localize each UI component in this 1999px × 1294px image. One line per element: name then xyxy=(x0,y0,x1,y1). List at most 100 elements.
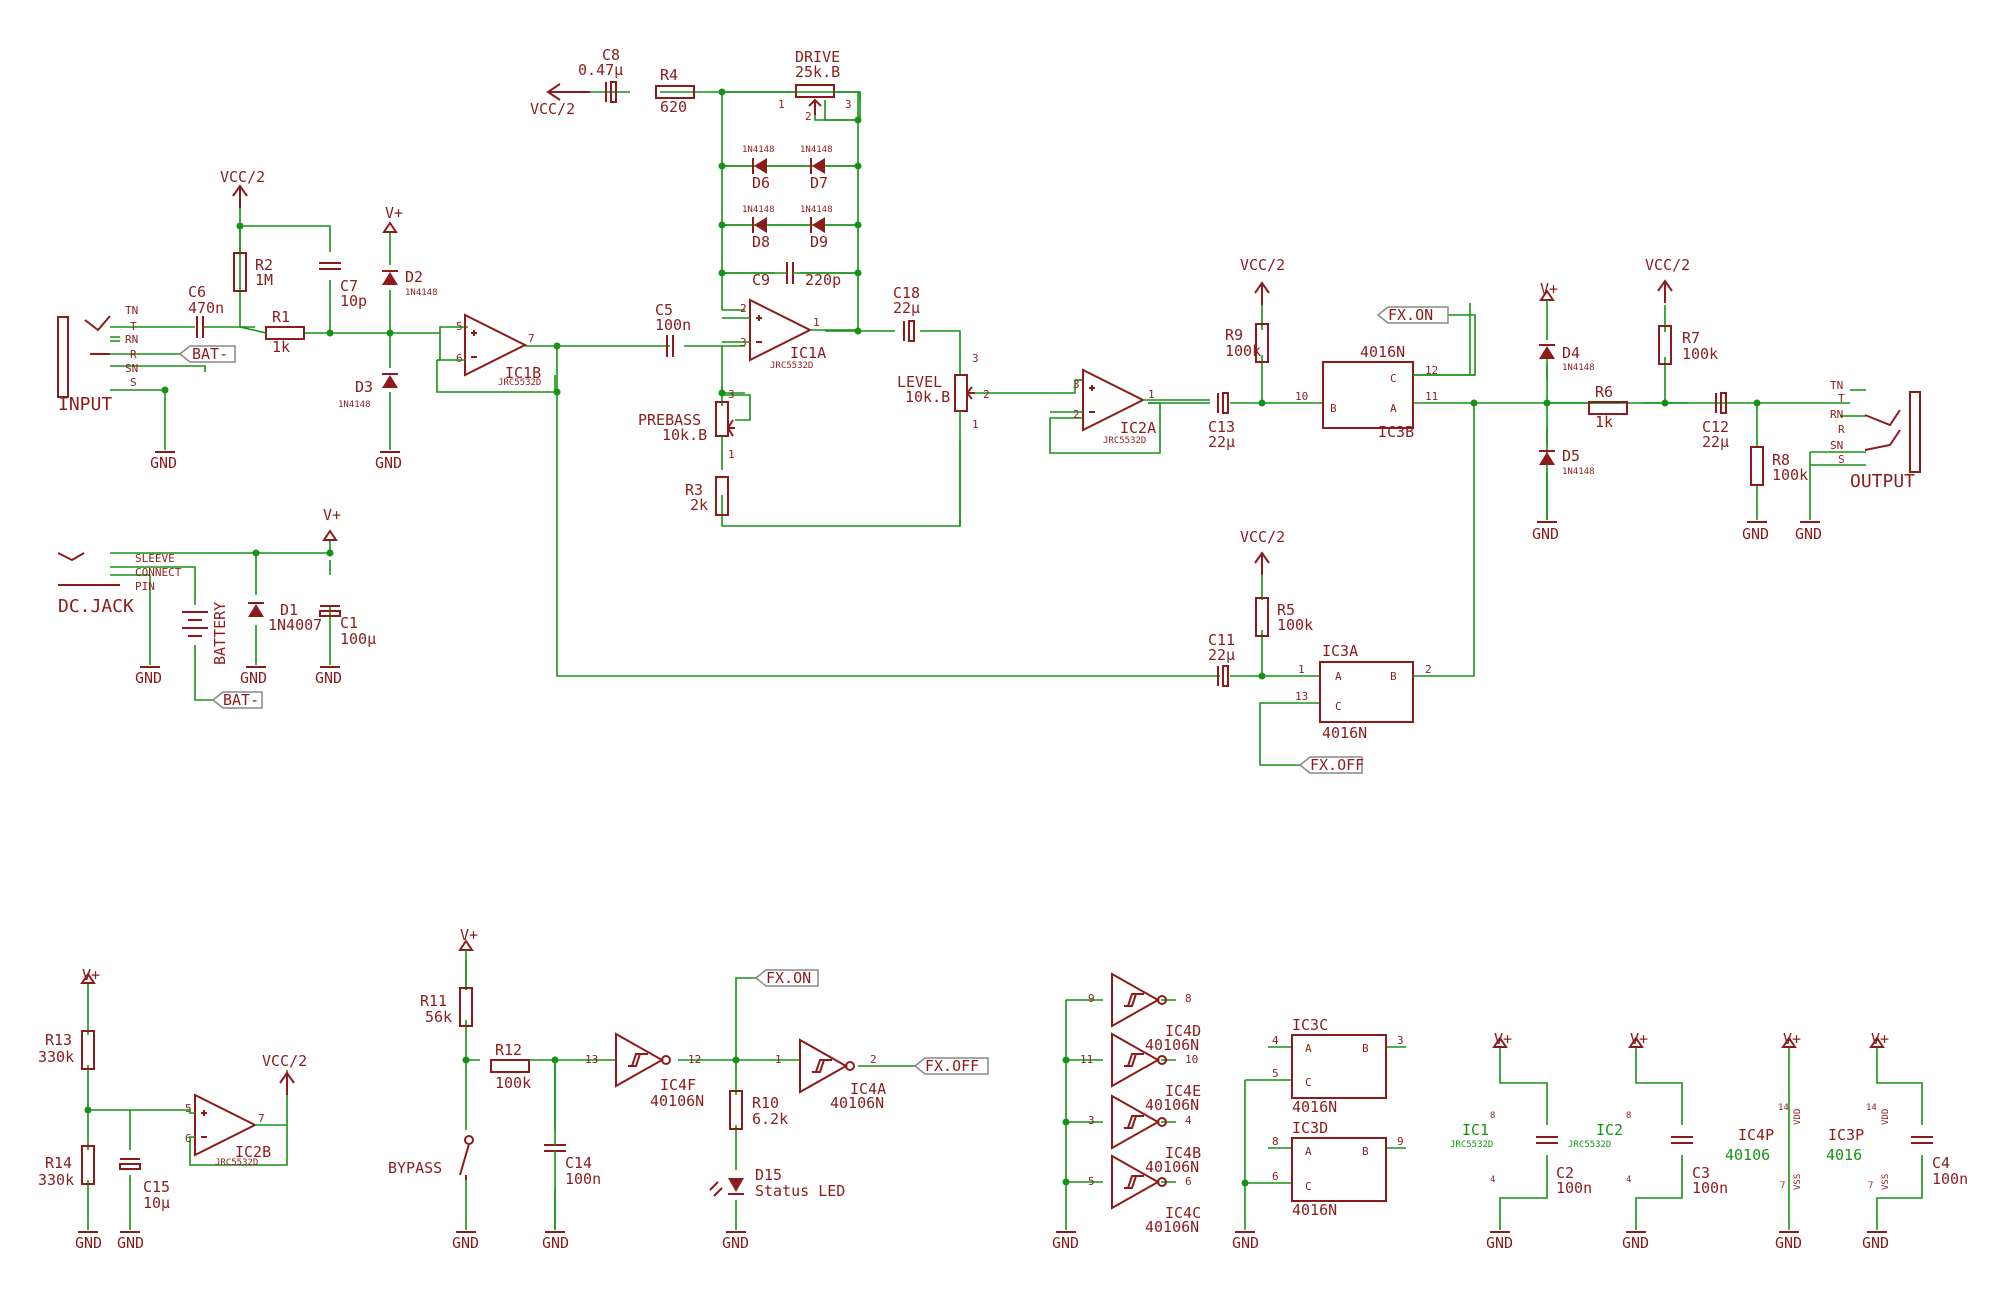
ic1a-type: JRC5532D xyxy=(770,361,813,371)
vcc2-label: VCC/2 xyxy=(1240,256,1285,274)
d8-value: 1N4148 xyxy=(742,205,775,215)
gnd-label: GND xyxy=(1232,1234,1259,1252)
pin-1: 1 xyxy=(775,1053,782,1066)
pin-6: 6 xyxy=(456,352,463,365)
gnd-label: GND xyxy=(1775,1234,1802,1252)
fxoff-port-bottom: FX.OFF xyxy=(913,1057,989,1075)
prebass-value: 10k.B xyxy=(662,426,707,444)
d6-value: 1N4148 xyxy=(742,145,775,155)
vplus-label: V+ xyxy=(1871,1030,1889,1048)
jack-pin-t: T xyxy=(130,320,137,333)
pin-label-a: A xyxy=(1390,402,1397,415)
vcc2-label: VCC/2 xyxy=(262,1052,307,1070)
d7-value: 1N4148 xyxy=(800,145,833,155)
ic1-name: IC1 xyxy=(1462,1121,1489,1139)
r5-value: 100k xyxy=(1277,616,1313,634)
pin-7: 7 xyxy=(258,1112,265,1125)
dc-pin-sleeve: SLEEVE xyxy=(135,552,175,565)
pin-label-a: A xyxy=(1305,1145,1312,1158)
d4-name: D4 xyxy=(1562,344,1580,362)
dc-pin-pin: PIN xyxy=(135,580,155,593)
c13-name: C13 xyxy=(1208,418,1235,436)
ic4a-schmitt: 1 2 IC4A 40106N xyxy=(775,1039,886,1112)
c1-value: 100μ xyxy=(340,630,376,648)
ic1a-name: IC1A xyxy=(790,344,826,362)
jack-pin-sn: SN xyxy=(125,362,138,375)
ic1-type: JRC5532D xyxy=(1450,1140,1493,1150)
r4-value: 620 xyxy=(660,98,687,116)
ic4d-type: 40106N xyxy=(1145,1036,1199,1054)
vplus-label: V+ xyxy=(1783,1030,1801,1048)
ic4d-name: IC4D xyxy=(1165,1022,1201,1040)
vcc2-label: VCC/2 xyxy=(1645,256,1690,274)
d7-name: D7 xyxy=(810,174,828,192)
gnd-label: GND xyxy=(150,454,177,472)
r8-value: 100k xyxy=(1772,466,1808,484)
jack-pin-rn: RN xyxy=(125,333,138,346)
pin-10: 10 xyxy=(1185,1053,1198,1066)
pin-9: 9 xyxy=(1088,992,1095,1005)
drive-name: DRIVE xyxy=(795,48,840,66)
bat-port-dc: BAT- xyxy=(211,691,263,709)
gnd-label: GND xyxy=(1052,1234,1079,1252)
d5-name: D5 xyxy=(1562,447,1580,465)
d3-name: D3 xyxy=(355,378,373,396)
r10-value: 6.2k xyxy=(752,1110,788,1128)
r11-name: R11 xyxy=(420,992,447,1010)
ic4a-type: 40106N xyxy=(830,1094,884,1112)
c3-value: 100n xyxy=(1692,1179,1728,1197)
pin-label-c: C xyxy=(1335,700,1342,713)
ic3d-type: 4016N xyxy=(1292,1201,1337,1219)
c11-value: 22μ xyxy=(1208,646,1235,664)
junctions xyxy=(84,88,1761,1187)
status-led: D15 Status LED xyxy=(709,1166,845,1200)
pin-8: 8 xyxy=(1185,992,1192,1005)
jack-pin-s: S xyxy=(1838,453,1845,466)
c6-name: C6 xyxy=(188,283,206,301)
pin-4: 4 xyxy=(1185,1114,1192,1127)
fxoff-port-label: FX.OFF xyxy=(925,1057,979,1075)
c5-value: 100n xyxy=(655,316,691,334)
c13-value: 22μ xyxy=(1208,433,1235,451)
pin-6: 6 xyxy=(1185,1175,1192,1188)
input-jack-label: INPUT xyxy=(58,394,112,415)
pin-7: 7 xyxy=(1868,1181,1873,1191)
gnd-label: GND xyxy=(75,1234,102,1252)
level-pot: LEVEL 10k.B 3 1 2 xyxy=(897,352,990,526)
c2-value: 100n xyxy=(1556,1179,1592,1197)
ic3d-switch: A B C IC3D 4016N 8 9 6 xyxy=(1272,1119,1404,1219)
c12-value: 22μ xyxy=(1702,433,1729,451)
pin-2: 2 xyxy=(740,302,747,315)
pin-label-b: B xyxy=(1362,1145,1369,1158)
pin-1: 1 xyxy=(1298,663,1305,676)
pin-label-c: C xyxy=(1390,372,1397,385)
ic2b-name: IC2B xyxy=(235,1143,271,1161)
ic4f-name: IC4F xyxy=(660,1076,696,1094)
vplus-label: V+ xyxy=(460,926,478,944)
c18-value: 22μ xyxy=(893,299,920,317)
c5-name: C5 xyxy=(655,301,673,319)
pin-label-b: B xyxy=(1330,402,1337,415)
ic1a-opamp: 2 3 1 IC1A JRC5532D xyxy=(722,299,858,371)
d2-value: 1N4148 xyxy=(405,288,438,298)
pin-12: 12 xyxy=(1425,364,1438,377)
pin-label-c: C xyxy=(1305,1076,1312,1089)
d9-value: 1N4148 xyxy=(800,205,833,215)
ic3c-switch: A B C IC3C 4016N 4 3 5 xyxy=(1272,1016,1404,1116)
ic4e-name: IC4E xyxy=(1165,1082,1201,1100)
pin-label-c: C xyxy=(1305,1180,1312,1193)
r13-value: 330k xyxy=(38,1048,74,1066)
vdd-label: VDD xyxy=(1881,1109,1891,1125)
prebass-name: PREBASS xyxy=(638,411,701,429)
gnd-label: GND xyxy=(722,1234,749,1252)
r4-name: R4 xyxy=(660,66,678,84)
d5-value: 1N4148 xyxy=(1562,467,1595,477)
r6-name: R6 xyxy=(1595,383,1613,401)
gnd-label: GND xyxy=(1532,525,1559,543)
c14-name: C14 xyxy=(565,1154,592,1172)
r3-name: R3 xyxy=(685,481,703,499)
pin-2: 2 xyxy=(983,388,990,401)
vss-label: VSS xyxy=(1793,1174,1803,1190)
ic3b-name: IC3B xyxy=(1378,423,1414,441)
ic1b-opamp: 5 6 7 IC1B JRC5532D xyxy=(437,314,541,388)
